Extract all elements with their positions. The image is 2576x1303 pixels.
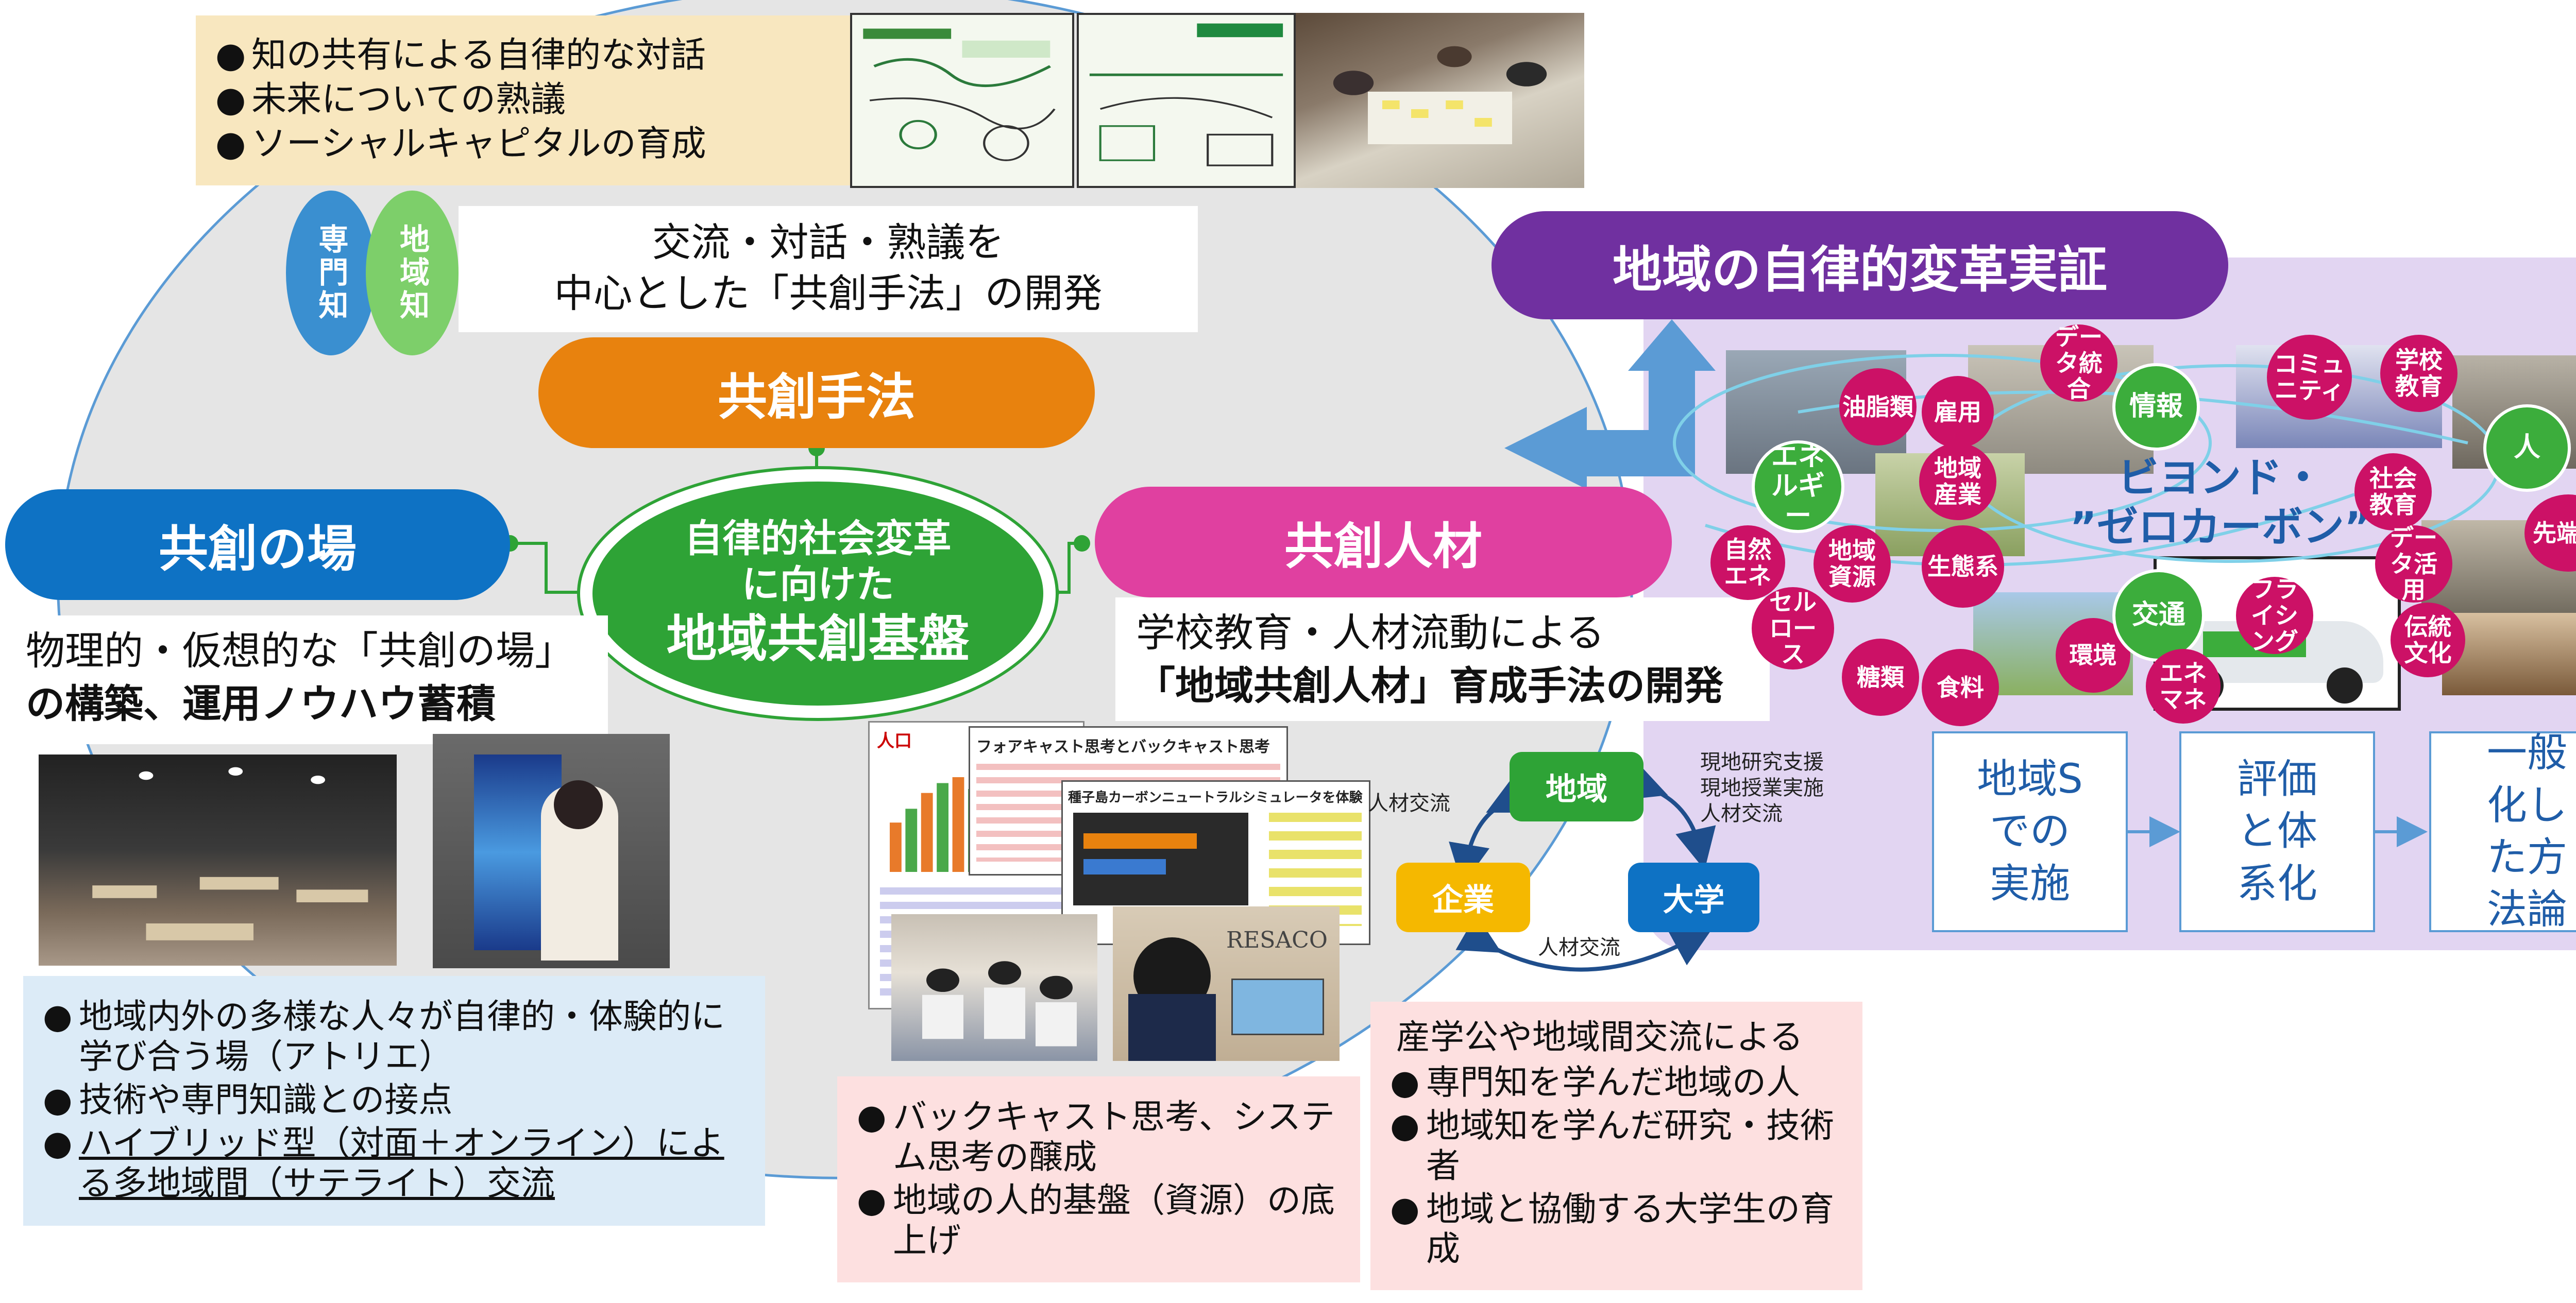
network-photo-festival: [2442, 613, 2576, 695]
node-energy: エネルギー: [1752, 440, 1844, 533]
place-pill-label: 共創の場: [159, 520, 357, 578]
presentation-photo: RESACO: [1113, 906, 1340, 1061]
step-box-3: 一般化した方法論: [2429, 730, 2576, 933]
exchange-bullet-1: 専門知を学んだ地域の人: [1381, 1062, 1852, 1103]
place-description-line2: の構築、運用ノウハウ蓄積: [26, 680, 496, 727]
exchange-bullet-3: 地域と協働する大学生の育成: [1381, 1189, 1852, 1270]
region-node: 地域: [1510, 752, 1643, 821]
node-employment: 雇用: [1922, 376, 1994, 448]
node-regional-resources: 地域資源: [1814, 525, 1891, 603]
node-ecosystem: 生態系: [1922, 525, 2004, 608]
node-traditional-culture: 伝統文化: [2391, 603, 2465, 677]
step-box-1: 地域Sでの実施: [1932, 731, 2128, 932]
method-description: 交流・対話・熟議を 中心とした「共創手法」の開発: [459, 206, 1198, 332]
center-line3: 地域共創基盤: [666, 610, 970, 669]
resaco-text: RESACO: [1226, 927, 1328, 953]
talent-bullet-2: 地域の人的基盤（資源）の底上げ: [848, 1180, 1350, 1261]
student-screen-photo: [433, 734, 670, 968]
exchange-bullet-box: 産学公や地域間交流による 専門知を学んだ地域の人 地域知を学んだ研究・技術者 地…: [1370, 1002, 1862, 1290]
support-label-2: 現地授業実施: [1700, 776, 1824, 800]
node-flying: フライシング: [2236, 576, 2313, 655]
method-description-line2: 中心とした「共創手法」の開発: [554, 270, 1103, 316]
step-box-2: 評価と体系化: [2179, 731, 2375, 932]
exchange-label-bottom: 人材交流: [1538, 936, 1620, 959]
beyond-line1: ビヨンド・: [2117, 454, 2324, 502]
node-data-utilization: データ活用: [2375, 525, 2452, 603]
center-line1: 自律的社会変革: [684, 517, 952, 561]
method-pill-label: 共創手法: [718, 368, 916, 426]
place-bullet-2: 技術や専門知識との接点: [33, 1080, 750, 1120]
top-bullet-box: 知の共有による自律的な対話 未来についての熟議 ソーシャルキャピタルの育成: [196, 15, 850, 185]
talent-description: 学校教育・人材流動による 「地域共創人材」育成手法の開発: [1115, 597, 1770, 721]
local-knowledge-label: 地域知: [395, 224, 430, 322]
node-food: 食料: [1922, 649, 1999, 726]
node-natural-energy: 自然エネ: [1710, 525, 1785, 600]
local-knowledge-oval: 地域知: [366, 191, 459, 355]
support-labels: 現地研究支援 現地授業実施 人材交流: [1700, 749, 1824, 827]
center-oval: 自律的社会変革 に向けた 地域共創基盤: [592, 482, 1043, 706]
graphic-record-photo-2: [1077, 13, 1296, 188]
center-line2: に向けた: [741, 562, 894, 607]
node-community: コミュニティ: [2267, 335, 2352, 420]
exchange-bullet-2: 地域知を学んだ研究・技術者: [1381, 1106, 1852, 1186]
expert-knowledge-oval: 専門知: [286, 191, 376, 355]
talent-description-line2: 「地域共創人材」育成手法の開発: [1136, 662, 1723, 709]
node-energy-management: エネマネ: [2146, 649, 2221, 724]
place-bullet-3: ハイブリッド型（対面＋オンライン）による多地域間（サテライト）交流: [33, 1123, 750, 1204]
talent-description-line1: 学校教育・人材流動による: [1136, 610, 1605, 656]
beyond-line2: ”ゼロカーボン”: [2070, 503, 2371, 551]
place-bullet-1: 地域内外の多様な人々が自律的・体験的に学び合う場（アトリエ）: [33, 997, 750, 1077]
place-bullet-box: 地域内外の多様な人々が自律的・体験的に学び合う場（アトリエ） 技術や専門知識との…: [23, 976, 765, 1226]
carbon-simulator-title: 種子島カーボンニュートラルシミュレータを体験しよう: [1068, 790, 1364, 805]
node-person: 人: [2483, 404, 2571, 492]
support-label-1: 現地研究支援: [1700, 750, 1824, 774]
workshop-photo: [1296, 13, 1584, 188]
node-traffic: 交通: [2112, 569, 2205, 662]
place-pill: 共創の場: [5, 489, 510, 600]
population-chart-label: 人口: [877, 731, 912, 751]
node-cellulose: セルロース: [1752, 587, 1834, 670]
proof-title-label: 地域の自律的変革実証: [1613, 241, 2107, 299]
method-pill: 共創手法: [538, 337, 1095, 448]
talent-pill: 共創人材: [1095, 487, 1672, 597]
university-label: 大学: [1663, 882, 1725, 918]
company-label: 企業: [1432, 882, 1494, 918]
proof-title-pill: 地域の自律的変革実証: [1492, 211, 2228, 319]
talent-bullet-1: バックキャスト思考、システム思考の醸成: [848, 1097, 1350, 1177]
atelier-room-photo: [39, 755, 397, 966]
node-regional-industry: 地域産業: [1919, 443, 1996, 520]
talent-pill-label: 共創人材: [1284, 518, 1482, 575]
support-label-3: 人材交流: [1700, 802, 1783, 826]
node-data-integration: データ統合: [2040, 324, 2117, 402]
classroom-photo: [891, 914, 1097, 1061]
node-sugar: 糖類: [1842, 639, 1919, 716]
top-bullet-3: ソーシャルキャピタルの育成: [206, 124, 840, 165]
exchange-label-left: 人材交流: [1368, 792, 1450, 815]
node-oil: 油脂類: [1839, 368, 1917, 445]
region-label: 地域: [1546, 771, 1607, 808]
expert-knowledge-label: 専門知: [313, 224, 349, 322]
top-bullet-2: 未来についての熟議: [206, 79, 840, 121]
exchange-intro: 産学公や地域間交流による: [1396, 1017, 1804, 1057]
node-social-education: 社会教育: [2354, 453, 2432, 530]
forecast-backcast-title: フォアキャスト思考とバックキャスト思考: [976, 738, 1270, 756]
top-bullet-1: 知の共有による自律的な対話: [206, 35, 840, 76]
company-node: 企業: [1396, 863, 1530, 932]
node-school-education: 学校教育: [2380, 335, 2458, 412]
graphic-record-photo-1: [850, 13, 1074, 188]
university-node: 大学: [1628, 863, 1759, 932]
beyond-zero-carbon: ビヨンド・ ”ゼロカーボン”: [2040, 453, 2401, 552]
node-information: 情報: [2112, 363, 2200, 451]
talent-bullet-box: バックキャスト思考、システム思考の醸成 地域の人的基盤（資源）の底上げ: [837, 1076, 1360, 1282]
place-description: 物理的・仮想的な「共創の場」 の構築、運用ノウハウ蓄積: [10, 615, 608, 744]
method-description-line1: 交流・対話・熟議を: [652, 219, 1005, 265]
place-description-line1: 物理的・仮想的な「共創の場」: [26, 628, 574, 674]
